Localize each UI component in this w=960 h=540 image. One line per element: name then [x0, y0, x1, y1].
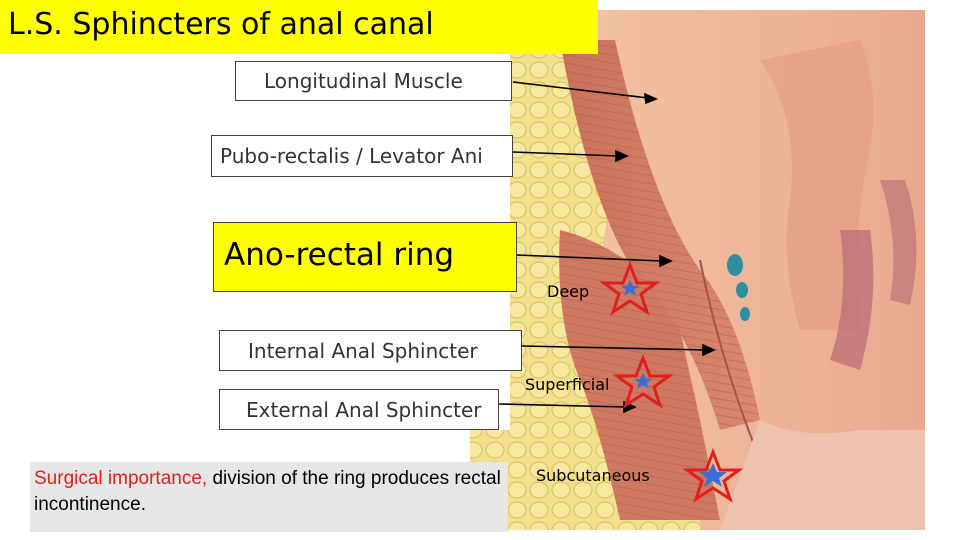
subcutaneous-part-label: Subcutaneous	[536, 466, 650, 485]
anorectal-ring-box: Ano-rectal ring	[213, 222, 517, 292]
note-highlight: Surgical importance,	[34, 468, 208, 489]
title-banner: L.S. Sphincters of anal canal	[0, 0, 598, 54]
superficial-star-icon	[612, 353, 674, 409]
subcutaneous-star-icon	[682, 447, 744, 503]
anorectal-ring-label: Ano-rectal ring	[224, 237, 455, 273]
deep-part-label: Deep	[547, 282, 590, 301]
deep-star-icon	[599, 260, 661, 316]
superficial-part-label: Superficial	[525, 375, 610, 394]
internal-sphincter-label: Internal Anal Sphincter	[219, 330, 522, 371]
longitudinal-muscle-label: Longitudinal Muscle	[235, 61, 512, 101]
note-text: division of the ring produces rectal inc…	[34, 468, 501, 515]
puborectalis-label: Pubo-rectalis / Levator Ani	[211, 135, 513, 177]
page-title: L.S. Sphincters of anal canal	[8, 7, 434, 42]
surgical-note: Surgical importance, division of the rin…	[30, 462, 508, 532]
external-sphincter-label: External Anal Sphincter	[219, 389, 499, 430]
